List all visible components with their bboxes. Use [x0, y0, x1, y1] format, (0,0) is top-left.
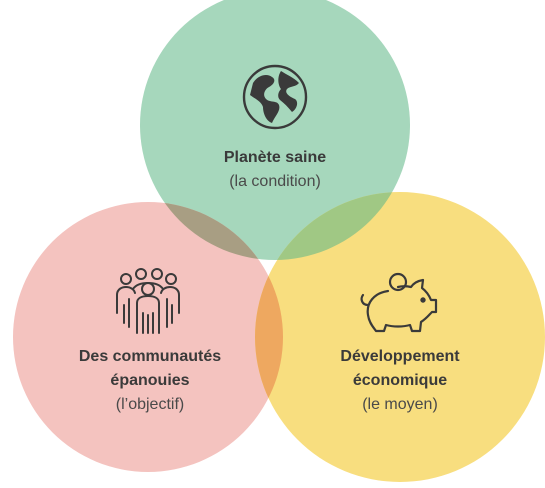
globe-icon [242, 64, 308, 130]
subtitle-communautes: (l’objectif) [115, 396, 185, 413]
subtitle-planete-saine: (la condition) [229, 173, 321, 190]
subtitle-developpement: (le moyen) [362, 396, 438, 413]
label-planete-saine: Planète saine (la condition) [175, 146, 375, 194]
title-developpement-line1: Développement [340, 348, 460, 365]
title-planete-saine: Planète saine [223, 149, 327, 166]
title-developpement-line2: économique [352, 372, 448, 389]
circle-developpement [255, 192, 545, 482]
label-communautes: Des communautés épanouies (l’objectif) [40, 345, 260, 417]
circle-communautes [13, 202, 283, 472]
title-communautes-line1: Des communautés [78, 348, 222, 365]
title-communautes-line2: épanouies [110, 372, 190, 389]
piggy-bank-icon [360, 272, 438, 333]
people-group-icon [116, 268, 180, 334]
circle-planete-saine [140, 0, 410, 260]
label-developpement: Développement économique (le moyen) [290, 345, 510, 417]
